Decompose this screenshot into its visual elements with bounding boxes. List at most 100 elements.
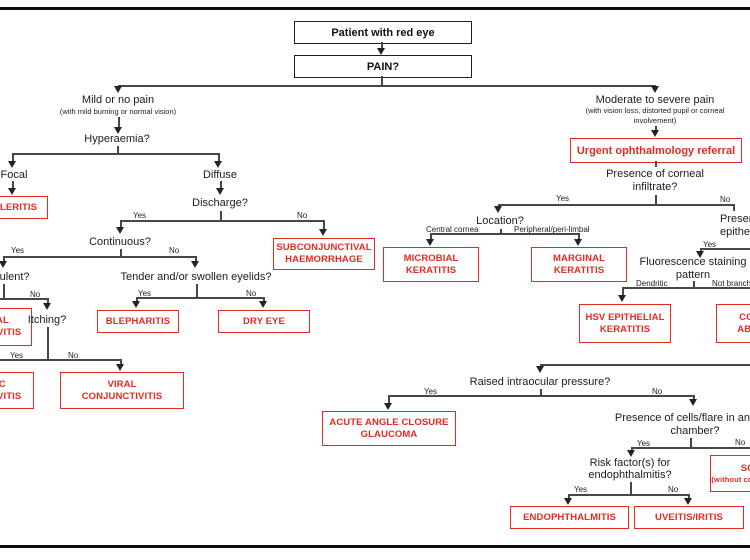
arrowhead [651, 130, 659, 137]
connector-line [655, 161, 657, 167]
outcome-line: HSV EPITHELIAL [585, 311, 665, 323]
node-purulent: Purulent? [0, 271, 30, 283]
outcome-line: GLAUCOMA [360, 428, 418, 440]
connector-line [388, 395, 693, 397]
outcome-blepharitis-label: BLEPHARITIS [105, 315, 171, 327]
outcome-blepharitis: BLEPHARITIS [97, 310, 179, 333]
arrowhead [494, 206, 502, 213]
connector-line [0, 359, 121, 361]
outcome-line: CORNEAL [739, 311, 750, 323]
connector-line [118, 85, 656, 87]
arrowhead [116, 227, 124, 234]
outcome-episcleritis-label: EPISCLERITIS [0, 201, 38, 213]
branch-label-yes: Yes [133, 211, 147, 220]
connector-line [220, 181, 222, 188]
outcome-line: HAEMORRHAGE [285, 254, 363, 265]
outcome-line: VIRAL [107, 378, 137, 390]
node-focal: Focal [0, 169, 28, 181]
arrowhead [132, 301, 140, 308]
arrowhead [114, 127, 122, 134]
connector-line [12, 181, 14, 188]
branch-label-peripheral: Peripheral/peri-limbal [514, 225, 590, 234]
connector-line [120, 220, 324, 222]
connector-line [693, 281, 695, 287]
outcome-line: KERATITIS [599, 323, 651, 335]
figure-bottom-border [0, 545, 750, 548]
branch-label-dendritic: Dendritic [636, 279, 668, 288]
connector-line [631, 447, 750, 449]
node-itching: Itching? [27, 314, 67, 326]
branch-label-central-cornea: Central cornea [426, 225, 479, 234]
node-continuous: Continuous? [89, 236, 151, 248]
node-diffuse: Diffuse [202, 169, 238, 181]
node-cells-flare: Presence of cells/flare in anterior cham… [614, 412, 750, 437]
outcome-line: MICROBIAL [403, 252, 459, 264]
connector-line [568, 494, 570, 498]
node-mild-pain: Mild or no pain [81, 94, 155, 106]
branch-label-no: No [297, 211, 308, 220]
arrowhead [8, 161, 16, 168]
branch-label-yes: Yes [703, 240, 717, 249]
connector-line [196, 284, 198, 297]
outcome-microbial-keratitis: MICROBIAL KERATITIS [383, 247, 479, 282]
outcome-allergic-conjunctivitis: ALLERGIC CONJUNCTIVITIS [0, 372, 34, 409]
branch-label-no: No [652, 387, 663, 396]
arrowhead [689, 399, 697, 406]
connector-line [578, 233, 580, 239]
arrowhead [627, 450, 635, 457]
connector-line [430, 233, 432, 239]
arrowhead [43, 303, 51, 310]
connector-line [263, 297, 265, 301]
outcome-line: BACTERIAL [0, 315, 9, 326]
connector-line [381, 42, 383, 48]
node-location: Location? [476, 215, 524, 227]
outcome-line: KERATITIS [405, 264, 457, 276]
connector-line [120, 220, 122, 227]
connector-line [690, 438, 692, 447]
connector-line [700, 248, 702, 251]
node-discharge: Discharge? [192, 197, 248, 209]
connector-line [540, 389, 542, 395]
arrowhead [259, 301, 267, 308]
branch-label-yes: Yes [556, 194, 570, 203]
connector-line [12, 153, 219, 155]
connector-line [3, 256, 5, 261]
node-endophthalmitis-risk: Risk factor(s) for endophthalmitis? [588, 457, 672, 481]
node-raised-iop: Raised intraocular pressure? [469, 376, 611, 388]
arrowhead [319, 229, 327, 236]
branch-label-yes: Yes [424, 387, 438, 396]
arrowhead [426, 239, 434, 246]
outcome-uveitis-iritis: UVEITIS/IRITIS [634, 506, 744, 529]
branch-label-no: No [735, 438, 746, 447]
connector-line [136, 297, 264, 299]
connector-line [120, 359, 122, 364]
connector-line [622, 287, 750, 289]
connector-line [540, 364, 750, 366]
outcome-bacterial-conjunctivitis: BACTERIAL CONJUNCTIVITIS [0, 308, 32, 346]
connector-line [12, 153, 14, 161]
connector-line [733, 204, 735, 211]
connector-line [693, 395, 695, 399]
branch-label-yes: Yes [637, 439, 651, 448]
connector-line [218, 153, 220, 161]
node-mild-pain-note: (with mild burning or normal vision) [59, 107, 177, 116]
arrowhead [684, 498, 692, 505]
branch-label-no: No [30, 290, 41, 299]
outcome-line: KERATITIS [553, 264, 605, 276]
outcome-scleritis: SCLERITIS (without corneal involvement) [710, 455, 750, 492]
action-urgent-referral: Urgent ophthalmology referral [570, 138, 742, 163]
connector-line [117, 146, 119, 153]
connector-line [47, 298, 49, 303]
outcome-dry-eye-label: DRY EYE [243, 315, 285, 327]
outcome-acute-angle-closure-glaucoma: ACUTE ANGLE CLOSURE GLAUCOMA [322, 411, 456, 446]
connector-line [381, 76, 383, 85]
node-corneal-infiltrate: Presence of corneal infiltrate? [606, 168, 704, 193]
arrowhead [114, 86, 122, 93]
outcome-line: ABRASION [737, 323, 750, 335]
outcome-subconjunctival-haemorrhage: SUBCONJUNCTIVAL HAEMORRHAGE [273, 238, 375, 270]
connector-line [118, 117, 120, 127]
connector-line [655, 126, 657, 130]
arrowhead [384, 403, 392, 410]
outcome-line: ALLERGIC [0, 378, 6, 390]
connector-line [0, 298, 47, 300]
